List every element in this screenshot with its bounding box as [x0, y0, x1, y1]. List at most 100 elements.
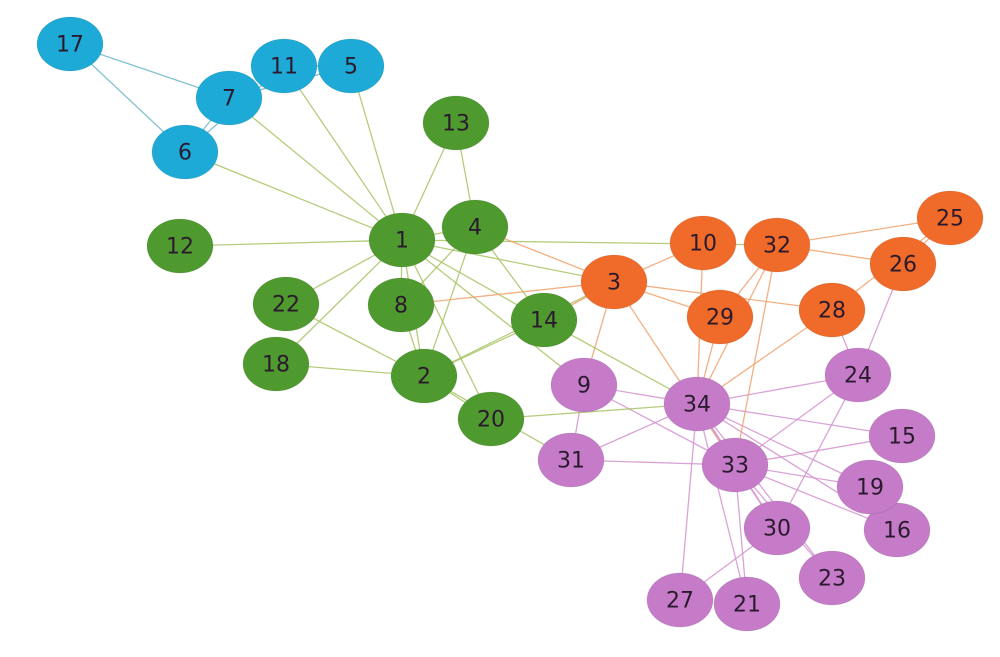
edge-1-6: [184, 151, 403, 241]
edge-3-8: [400, 281, 615, 306]
node-23: 23: [798, 550, 866, 606]
node-label: 23: [818, 567, 846, 592]
edge-21-34: [696, 403, 748, 605]
node-10: 10: [669, 215, 737, 271]
node-22: 22: [252, 276, 320, 332]
node-circle: [550, 357, 618, 413]
node-circle: [422, 95, 490, 151]
node-label: 10: [689, 232, 717, 257]
node-circle: [367, 277, 435, 333]
node-circle: [36, 16, 104, 72]
node-label: 29: [706, 306, 734, 331]
node-label: 6: [178, 141, 192, 166]
node-label: 34: [683, 393, 711, 418]
node-label: 11: [270, 55, 298, 80]
node-label: 24: [844, 364, 872, 389]
node-5: 5: [317, 38, 385, 94]
node-label: 33: [721, 454, 749, 479]
node-28: 28: [798, 282, 866, 338]
node-label: 7: [222, 87, 236, 112]
node-12: 12: [146, 218, 214, 274]
node-label: 5: [344, 55, 358, 80]
node-label: 27: [666, 589, 694, 614]
node-label: 32: [763, 234, 791, 259]
node-circle: [713, 576, 781, 632]
node-label: 19: [856, 476, 884, 501]
node-label: 1: [395, 229, 409, 254]
edge-27-34: [679, 403, 698, 601]
node-layer: 1234567891011121314151617181920212223242…: [36, 16, 984, 632]
edge-1-12: [179, 239, 403, 247]
node-29: 29: [686, 289, 754, 345]
edge-15-34: [696, 403, 903, 437]
edge-24-30: [776, 374, 859, 529]
node-circle: [441, 199, 509, 255]
node-27: 27: [646, 572, 714, 628]
node-circle: [646, 572, 714, 628]
node-circle: [686, 289, 754, 345]
node-circle: [663, 376, 731, 432]
node-circle: [669, 215, 737, 271]
node-label: 31: [557, 449, 585, 474]
node-circle: [916, 190, 984, 246]
node-circle: [863, 502, 931, 558]
node-21: 21: [713, 576, 781, 632]
node-circle: [151, 124, 219, 180]
node-label: 4: [468, 216, 482, 241]
node-label: 17: [56, 33, 84, 58]
node-circle: [743, 500, 811, 556]
node-32: 32: [743, 217, 811, 273]
edge-23-34: [696, 403, 833, 579]
node-label: 14: [530, 309, 558, 334]
node-2: 2: [390, 348, 458, 404]
node-3: 3: [580, 254, 648, 310]
node-label: 26: [889, 253, 917, 278]
node-circle: [250, 38, 318, 94]
node-26: 26: [869, 236, 937, 292]
node-label: 20: [477, 408, 505, 433]
edge-1-7: [228, 97, 403, 241]
node-7: 7: [195, 70, 263, 126]
edge-32-33: [734, 244, 778, 466]
node-circle: [252, 276, 320, 332]
node-label: 22: [272, 293, 300, 318]
node-circle: [824, 347, 892, 403]
node-14: 14: [510, 292, 578, 348]
node-9: 9: [550, 357, 618, 413]
node-circle: [798, 550, 866, 606]
edge-3-33: [613, 281, 736, 466]
node-31: 31: [537, 432, 605, 488]
node-circle: [836, 459, 904, 515]
edge-20-34: [490, 403, 698, 420]
node-circle: [242, 336, 310, 392]
node-33: 33: [701, 437, 769, 493]
node-circle: [195, 70, 263, 126]
node-label: 15: [888, 425, 916, 450]
node-circle: [537, 432, 605, 488]
node-13: 13: [422, 95, 490, 151]
node-circle: [580, 254, 648, 310]
node-circle: [798, 282, 866, 338]
node-label: 9: [577, 374, 591, 399]
node-label: 2: [417, 365, 431, 390]
node-4: 4: [441, 199, 509, 255]
edge-19-34: [696, 403, 871, 488]
node-circle: [869, 236, 937, 292]
node-circle: [146, 218, 214, 274]
edge-1-5: [350, 65, 403, 241]
node-circle: [317, 38, 385, 94]
node-circle: [390, 348, 458, 404]
node-11: 11: [250, 38, 318, 94]
node-circle: [868, 408, 936, 464]
node-label: 13: [442, 112, 470, 137]
edge-1-20: [401, 239, 492, 420]
node-circle: [368, 212, 436, 268]
node-label: 30: [763, 517, 791, 542]
node-8: 8: [367, 277, 435, 333]
node-circle: [510, 292, 578, 348]
node-19: 19: [836, 459, 904, 515]
node-6: 6: [151, 124, 219, 180]
node-label: 28: [818, 299, 846, 324]
node-17: 17: [36, 16, 104, 72]
